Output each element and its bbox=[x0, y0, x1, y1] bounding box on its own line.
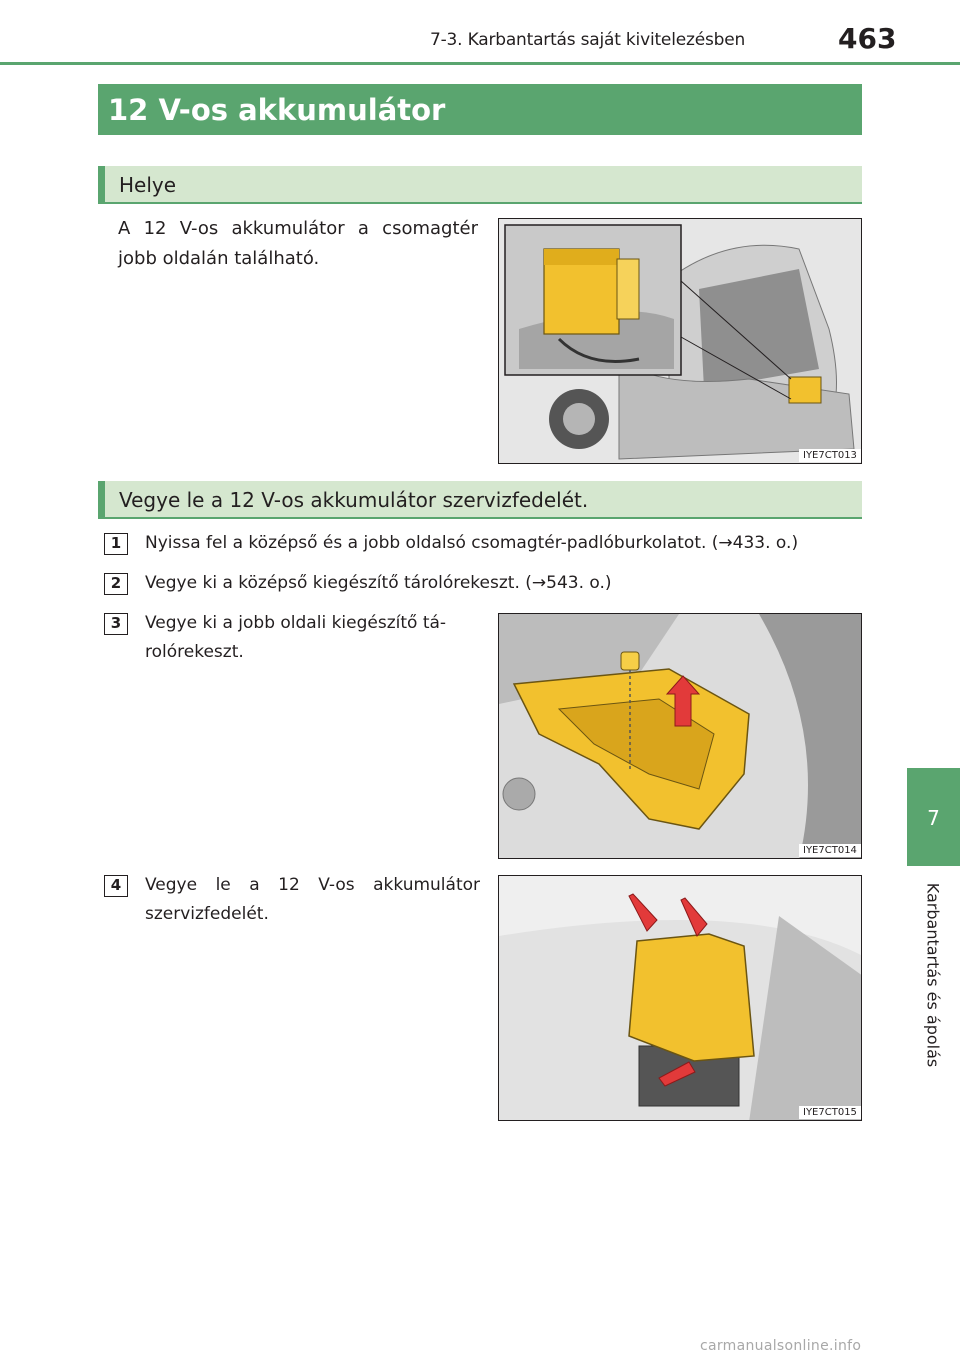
image-code-3: IYE7CT015 bbox=[799, 1106, 861, 1119]
step-text-2: Vegye ki a középső kiegészítő tárolóreke… bbox=[145, 573, 612, 593]
battery-location-photo: IYE7CT013 bbox=[498, 218, 862, 464]
subheading-removal-text: Vegye le a 12 V-os akkumulátor szervizfe… bbox=[119, 488, 589, 512]
subheading-removal: Vegye le a 12 V-os akkumulátor szervizfe… bbox=[98, 481, 862, 519]
subheading-location-text: Helye bbox=[119, 173, 177, 197]
chapter-number: 7 bbox=[927, 806, 940, 830]
chapter-tab: 7 bbox=[907, 768, 960, 866]
storage-box-photo: IYE7CT014 bbox=[498, 613, 862, 859]
section-title-bar: 12 V-os akkumulátor bbox=[98, 84, 862, 135]
step-number-2: 2 bbox=[104, 573, 128, 595]
arrow-down-red-icon bbox=[628, 893, 708, 1087]
header-rule bbox=[0, 62, 960, 65]
step-number-4: 4 bbox=[104, 875, 128, 897]
chapter-title: Karbantartás és ápolás bbox=[923, 882, 943, 1068]
image-code-1: IYE7CT013 bbox=[799, 449, 861, 462]
step-text-3: Vegye ki a jobb oldali kiegészítő tá-rol… bbox=[145, 613, 447, 662]
section-title: 12 V-os akkumulátor bbox=[108, 93, 446, 127]
subheading-location: Helye bbox=[98, 166, 862, 204]
service-cover-photo: IYE7CT015 bbox=[498, 875, 862, 1121]
step-text-4: Vegye le a 12 V-os akkumulátor szervizfe… bbox=[145, 875, 480, 924]
step-text-1: Nyissa fel a középső és a jobb oldalsó c… bbox=[145, 533, 799, 553]
footer-watermark: carmanualsonline.info bbox=[700, 1338, 862, 1354]
arrow-up-red-icon bbox=[665, 675, 701, 727]
page-number: 463 bbox=[838, 22, 897, 55]
step-number-1: 1 bbox=[104, 533, 128, 555]
header-section-title: 7-3. Karbantartás saját kivitelezésben bbox=[430, 30, 746, 50]
step-number-3: 3 bbox=[104, 613, 128, 635]
location-description: A 12 V-os akkumulátor a csomagtér jobb o… bbox=[118, 218, 478, 269]
image-code-2: IYE7CT014 bbox=[799, 844, 861, 857]
